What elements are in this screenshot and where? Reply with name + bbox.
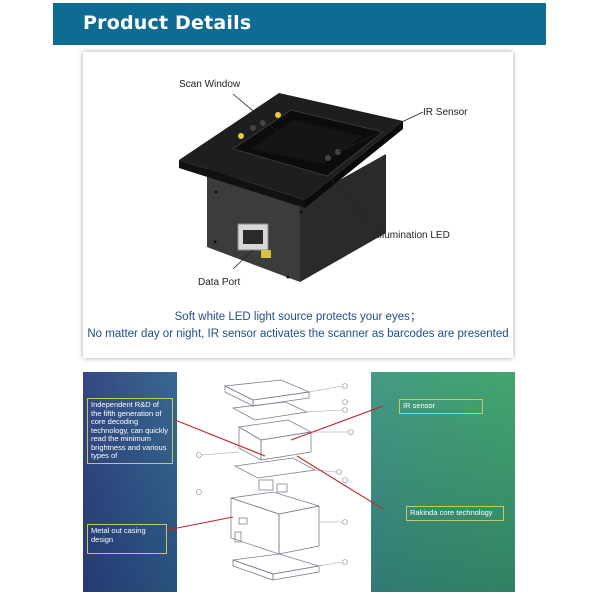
exploded-diagram-panel: Independent R&D of the fifth generation … — [83, 372, 515, 592]
callout-data-port: Data Port — [198, 277, 241, 288]
exploded-view-drawing — [166, 379, 384, 581]
tagline-ir-sensor: No matter day or night, IR sensor activa… — [87, 328, 509, 340]
callout-scan-window: Scan Window — [179, 79, 241, 90]
callout-illumination-led: Illumination LED — [377, 230, 450, 241]
tagline-led: Soft white LED light source protects you… — [174, 311, 422, 323]
label-metal-casing: Metal out casing design — [87, 524, 167, 554]
label-core-technology: Rakinda core technology — [406, 506, 504, 521]
label-rnd-technology: Independent R&D of the fifth generation … — [87, 398, 173, 464]
scanner-device-illustration — [179, 93, 424, 282]
header-banner: Product Details — [53, 3, 546, 45]
page-title: Product Details — [83, 12, 252, 34]
callout-ir-sensor: IR Sensor — [423, 107, 468, 118]
product-photo-panel: Scan Window IR Sensor Illumination LED D… — [83, 52, 513, 358]
label-ir-sensor: IR sensor — [399, 399, 483, 414]
